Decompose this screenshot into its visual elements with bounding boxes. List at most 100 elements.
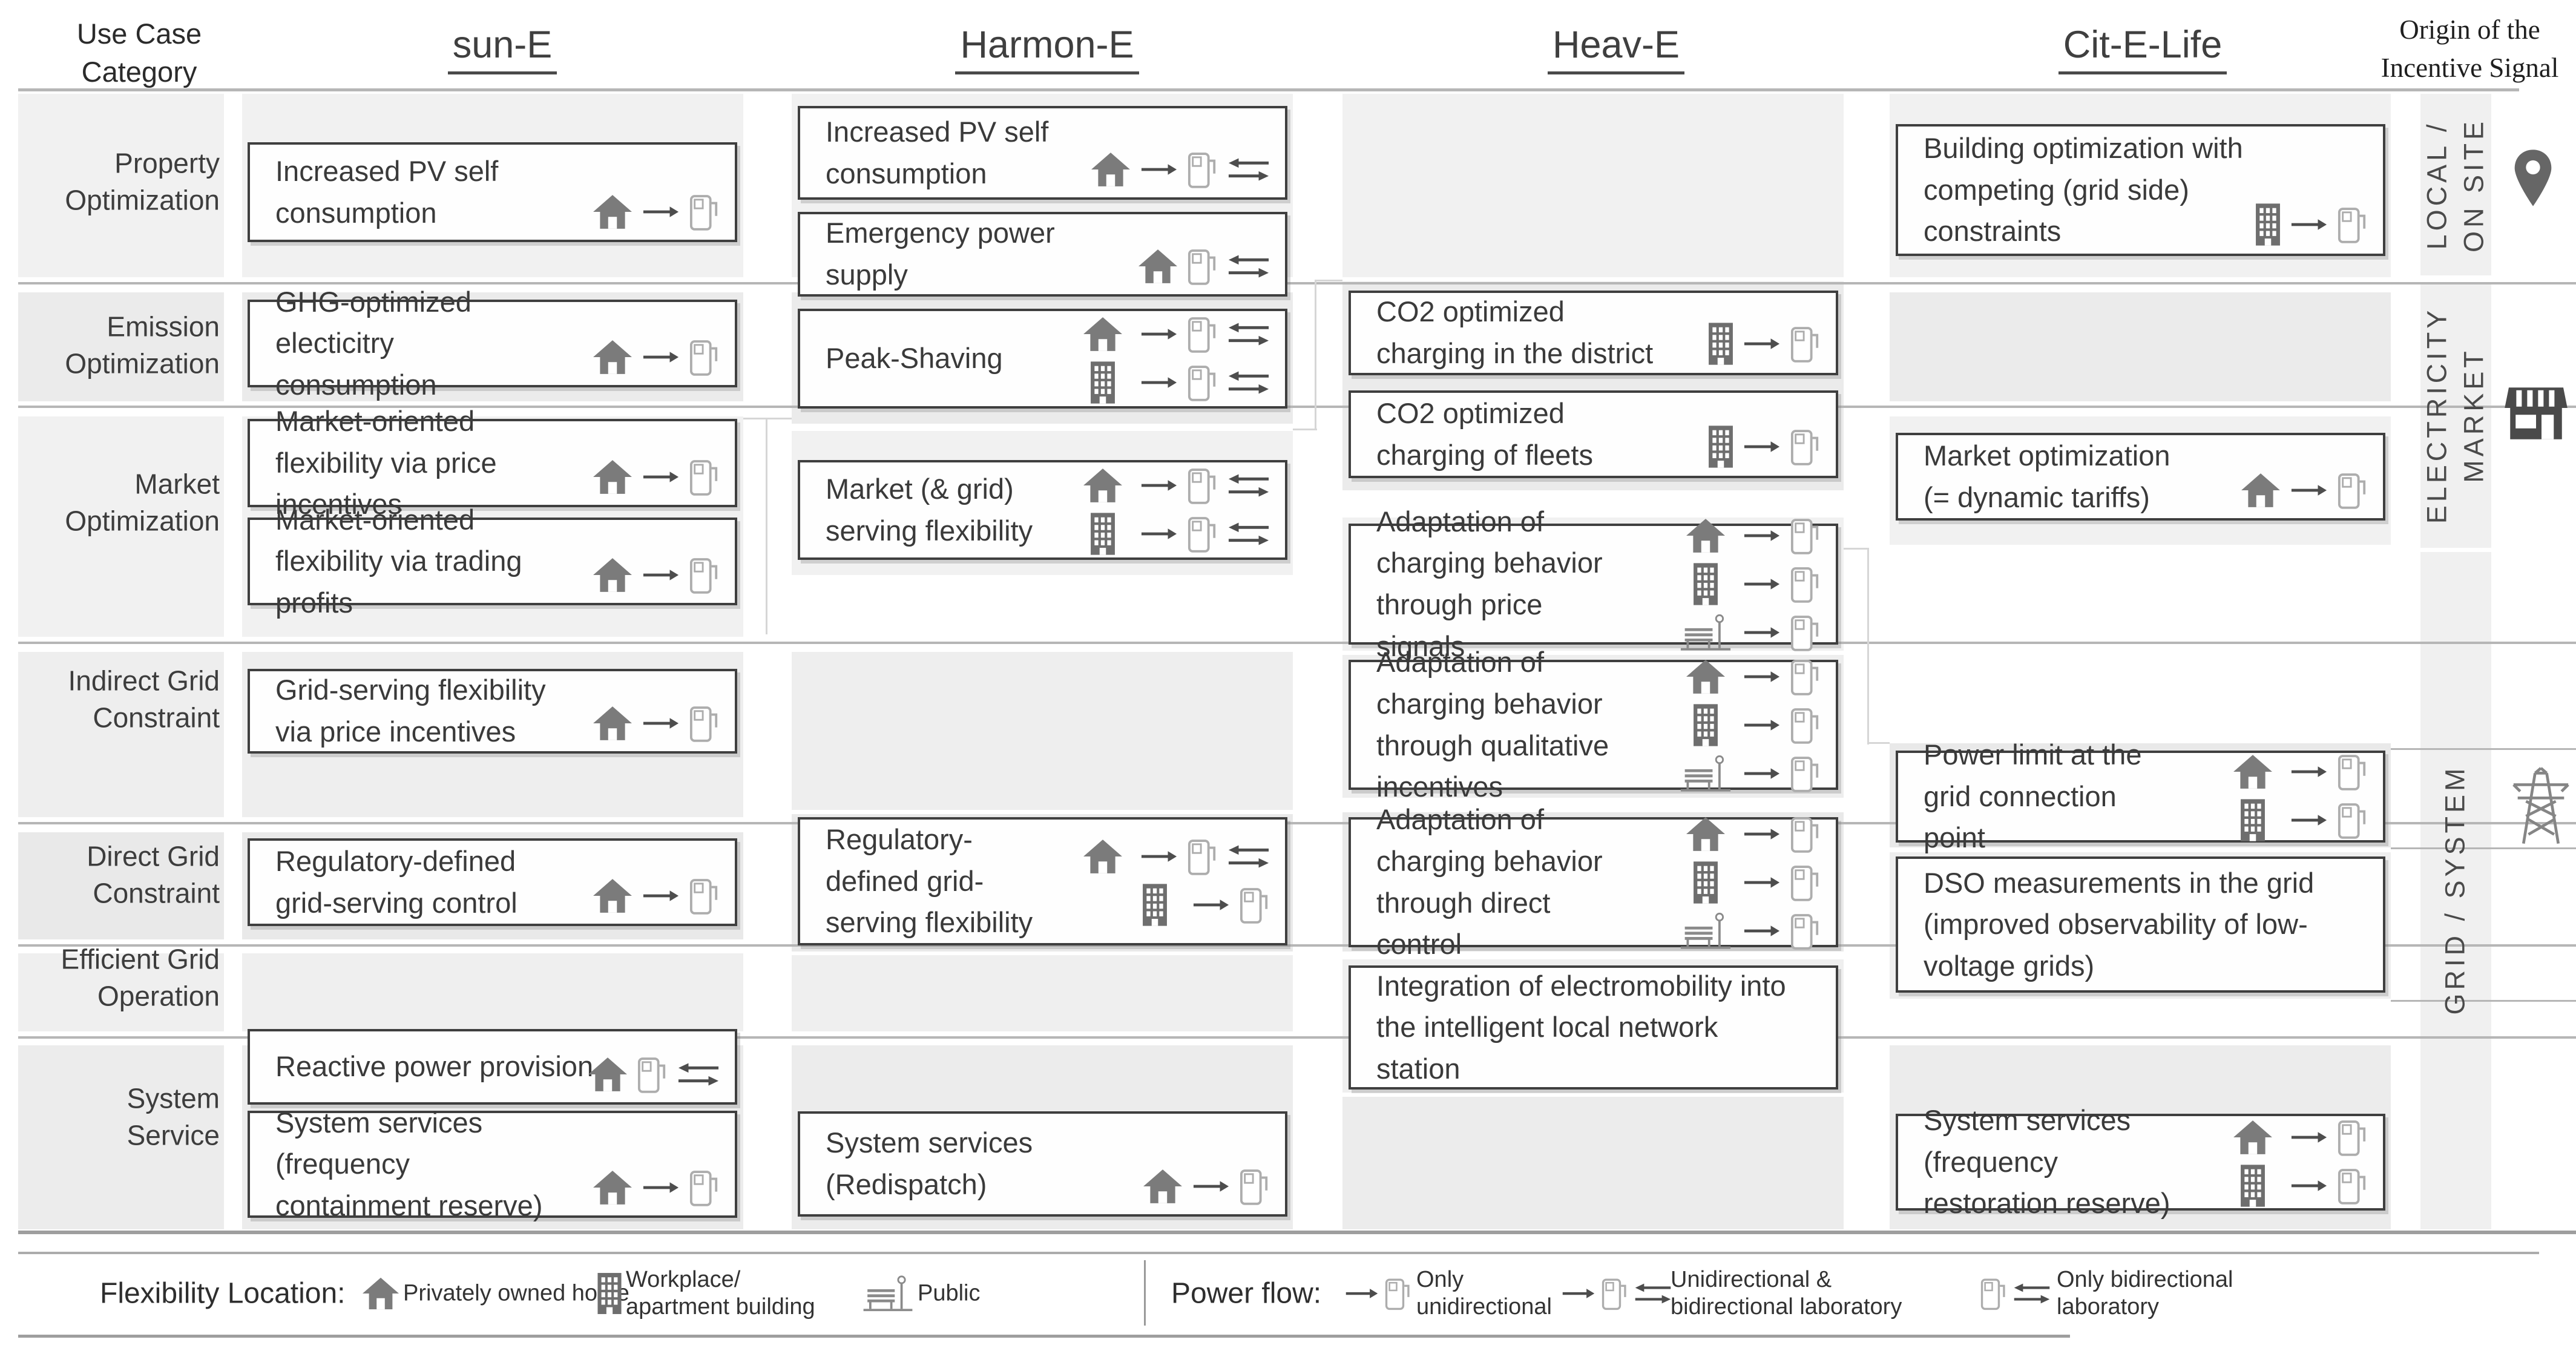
grid-rule-3 [18, 642, 2576, 644]
home-icon [1143, 1169, 1182, 1203]
rail-label-1: ELECTRICITY MARKET [2421, 306, 2489, 524]
building-icon [1709, 323, 1733, 365]
bidirectional-arrows-icon [678, 1063, 719, 1086]
charging-station-icon [1790, 519, 1819, 554]
grid-rule-0 [18, 88, 2519, 91]
use-case-box-label: Regulatory-defined grid-serving flexibil… [826, 823, 1033, 939]
charging-station-icon [2338, 755, 2366, 791]
use-case-box-label: Increased PV self consumption [275, 154, 499, 229]
column-header-heav-e: Heav-E [1495, 23, 1737, 74]
bidirectional-arrows-icon [1228, 845, 1269, 868]
grid-rule-8 [2391, 847, 2576, 849]
use-case-box-label: Market optimization (= dynamic tariffs) [1924, 439, 2170, 513]
rail-icon-wrap-1 [2505, 386, 2568, 441]
charging-station-icon [689, 195, 718, 231]
use-case-box-label: Emergency power supply [826, 217, 1055, 291]
charging-station-icon [1790, 327, 1819, 363]
row-band-harmon-3 [792, 652, 1293, 810]
arrow-right-icon [1346, 1289, 1378, 1298]
legend-flow-label-0: Only unidirectional [1416, 1267, 1552, 1320]
use-case-box-label: Market-oriented flexibility via price in… [275, 405, 497, 521]
arrow-right-icon [1744, 768, 1780, 779]
arrow-right-icon [1744, 828, 1780, 840]
arrow-right-icon [2291, 815, 2327, 826]
use-case-box-cit-2: Power limit at the grid connection point [1896, 738, 2385, 853]
use-case-box-sun-2: Market-oriented flexibility via price in… [248, 405, 737, 520]
charging-station-icon [689, 460, 718, 496]
charging-station-icon [1790, 756, 1819, 792]
home-icon [1138, 249, 1177, 283]
arrow-right-icon [1744, 338, 1780, 349]
band-connector-3 [1315, 280, 1316, 430]
box-icon-cluster [2241, 470, 2368, 511]
box-icon-cluster [2255, 203, 2368, 246]
power-flow-label: Power flow: [1171, 1277, 1322, 1310]
row-band-cit-1 [1890, 292, 2391, 401]
home-icon [588, 1057, 627, 1091]
arrow-right-icon [1562, 1289, 1595, 1298]
use-case-box-harmon-2: Peak-Shaving [798, 309, 1287, 409]
use-case-box-label: System services (frequency restoration r… [1924, 1104, 2170, 1220]
band-connector-7 [1867, 742, 1890, 744]
arrow-right-icon [1744, 719, 1780, 731]
use-case-box-sun-0: Increased PV self consumption [248, 142, 737, 242]
arrow-right-icon [1141, 328, 1177, 340]
bidirectional-arrows-icon [1228, 474, 1269, 496]
band-connector-0 [743, 418, 792, 419]
charging-station-icon [1240, 888, 1268, 924]
legend-location-label-2: Public [918, 1280, 981, 1306]
box-icon-cluster [1708, 322, 1821, 366]
box-icon-cluster [593, 554, 720, 596]
charging-station-icon [1188, 516, 1216, 553]
use-case-category-header: Use Case Category [76, 18, 202, 88]
row-band-harmon-5 [792, 955, 1293, 1031]
use-case-box-harmon-0: Increased PV self consumption [798, 106, 1287, 200]
use-case-box-label: Regulatory-defined grid-serving control [275, 844, 518, 919]
use-case-box-sun-1: GHG-optimized electicitry consumption [248, 286, 737, 401]
arrow-right-icon [1744, 627, 1780, 638]
origin-of-incentive-signal-header: Origin of the Incentive Signal [2380, 15, 2559, 83]
grid-rule-11 [18, 1252, 2539, 1254]
band-connector-4 [1293, 429, 1317, 430]
column-header-cit-e-life: Cit-E-Life [2022, 23, 2264, 74]
row-band-label-5 [18, 953, 224, 1031]
box-icon-cluster [588, 1054, 720, 1095]
legend-flow-icons-1 [1562, 1275, 1672, 1312]
bidirectional-arrows-icon [1228, 255, 1269, 278]
use-case-box-harmon-3: Market (& grid) serving flexibility [798, 460, 1287, 560]
legend-flow-label-2: Only bidirectional laboratory [2057, 1267, 2233, 1320]
use-case-box-sun-4: Grid-serving flexibility via price incen… [248, 669, 737, 754]
storefront-icon [2505, 387, 2568, 439]
arrow-right-icon [643, 890, 679, 901]
bidirectional-arrows-icon [1228, 323, 1269, 345]
arrow-right-icon [1141, 479, 1177, 491]
use-case-box-label: System services (Redispatch) [826, 1126, 1033, 1200]
location-pin-icon [2514, 150, 2552, 206]
home-icon [593, 879, 632, 913]
box-icon-cluster [1143, 1166, 1270, 1207]
box-icon-cluster [593, 875, 720, 916]
arrow-right-icon [2291, 485, 2327, 496]
box-icon-cluster [1678, 814, 1821, 952]
use-case-box-label: Reactive power provision [275, 1050, 594, 1083]
arrow-right-icon [1744, 925, 1780, 936]
building-icon [1091, 361, 1115, 404]
bidirectional-arrows-icon [1228, 522, 1269, 545]
use-case-box-heav-3: Adaptation of charging behavior through … [1349, 646, 1838, 803]
category-label-1: Emission Optimization [65, 311, 220, 379]
category-label-3: Indirect Grid Constraint [68, 665, 220, 733]
home-icon [593, 558, 632, 592]
grid-rule-1 [18, 282, 2576, 284]
charging-station-icon [2338, 1169, 2366, 1205]
grid-rule-4 [18, 822, 2576, 824]
building-icon [2256, 203, 2280, 246]
use-case-box-label: Peak-Shaving [826, 342, 1003, 375]
legend-location-icon-home [362, 1277, 399, 1310]
charging-station-icon [2338, 473, 2366, 509]
arrow-right-icon [1193, 899, 1229, 910]
box-icon-cluster [2225, 751, 2368, 842]
public-bench-icon [1680, 912, 1731, 949]
charging-station-icon [1980, 1278, 2005, 1310]
use-case-box-label: Power limit at the grid connection point [1924, 738, 2142, 854]
public-bench-icon [863, 1275, 913, 1312]
